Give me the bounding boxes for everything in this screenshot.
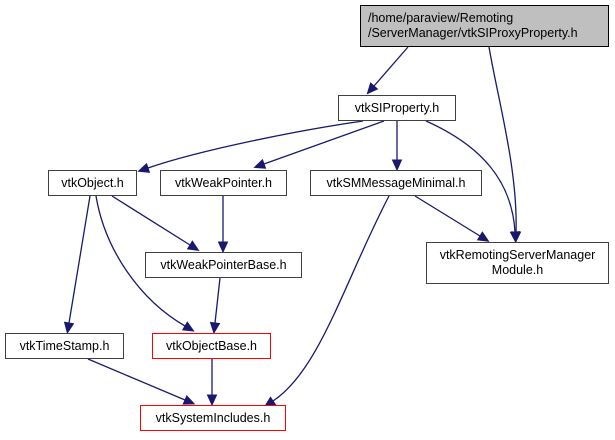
- node-label: vtkObjectBase.h: [165, 338, 257, 353]
- edge-vtkWeakPointerBase-to-vtkObjectBase: [214, 277, 221, 324]
- edge-vtkSMMessageMinimal-to-vtkRemotingServerManagerModule: [414, 195, 481, 237]
- edge-root-to-vtkSIProperty: [373, 46, 409, 87]
- node-label: vtkSMMessageMinimal.h: [326, 175, 466, 190]
- node-label-line: /home/paraview/Remoting: [368, 11, 514, 25]
- arrowhead-icon: [209, 321, 221, 335]
- edge-vtkSMMessageMinimal-to-vtkSystemIncludes: [272, 195, 390, 402]
- node-label: vtkTimeStamp.h: [19, 338, 110, 353]
- node-vtkweakpointer[interactable]: vtkWeakPointer.h: [160, 170, 287, 196]
- arrowhead-icon: [253, 158, 267, 169]
- edge-vtkTimeStamp-to-vtkSystemIncludes: [87, 358, 186, 401]
- edge-root-to-vtkRemotingServerManagerModule: [488, 46, 517, 233]
- node-vtksystemincludes[interactable]: vtkSystemIncludes.h: [140, 405, 286, 431]
- node-vtkobjectbase[interactable]: vtkObjectBase.h: [152, 333, 271, 359]
- arrowhead-icon: [137, 162, 151, 173]
- node-vtksmmessageminimal[interactable]: vtkSMMessageMinimal.h: [310, 170, 482, 196]
- edge-vtkSIProperty-to-vtkRemotingServerManagerModule: [425, 120, 516, 233]
- arrowhead-icon: [509, 231, 521, 244]
- arrowhead-icon: [206, 394, 218, 407]
- node-label: vtkSystemIncludes.h: [155, 410, 271, 425]
- edge-vtkSIProperty-to-vtkWeakPointer: [263, 120, 385, 165]
- node-label: vtkSIProperty.h: [354, 100, 440, 115]
- arrowhead-icon: [366, 82, 379, 95]
- edge-vtkObject-to-vtkObjectBase: [95, 195, 186, 327]
- arrowhead-icon: [181, 321, 195, 332]
- arrowhead-icon: [217, 241, 229, 254]
- arrowhead-icon: [63, 321, 75, 335]
- edge-vtkObject-to-vtkWeakPointerBase: [111, 195, 191, 246]
- node-label: vtkWeakPointerBase.h: [160, 257, 287, 272]
- arrowhead-icon: [476, 231, 490, 242]
- arrowhead-icon: [391, 159, 403, 172]
- node-root-file[interactable]: /home/paraview/Remoting /ServerManager/v…: [360, 5, 609, 47]
- arrowhead-icon: [186, 240, 200, 251]
- edge-vtkSIProperty-to-vtkObject: [147, 120, 364, 169]
- arrowhead-icon: [182, 394, 196, 405]
- node-vtkobject[interactable]: vtkObject.h: [48, 170, 137, 196]
- node-vtksiproperty[interactable]: vtkSIProperty.h: [338, 95, 456, 121]
- node-vtkweakpointerbase[interactable]: vtkWeakPointerBase.h: [145, 252, 302, 278]
- node-label-line: vtkRemotingServerManager: [439, 248, 596, 262]
- node-vtkremotingservermanagermodule[interactable]: vtkRemotingServerManager Module.h: [426, 242, 609, 284]
- node-label-line: Module.h: [491, 263, 544, 277]
- node-label-line: /ServerManager/vtkSIProxyProperty.h: [368, 26, 578, 40]
- node-label: vtkObject.h: [61, 175, 124, 190]
- node-vtktimestamp[interactable]: vtkTimeStamp.h: [5, 333, 124, 359]
- node-label: vtkWeakPointer.h: [174, 175, 273, 190]
- edge-vtkObject-to-vtkTimeStamp: [68, 195, 91, 324]
